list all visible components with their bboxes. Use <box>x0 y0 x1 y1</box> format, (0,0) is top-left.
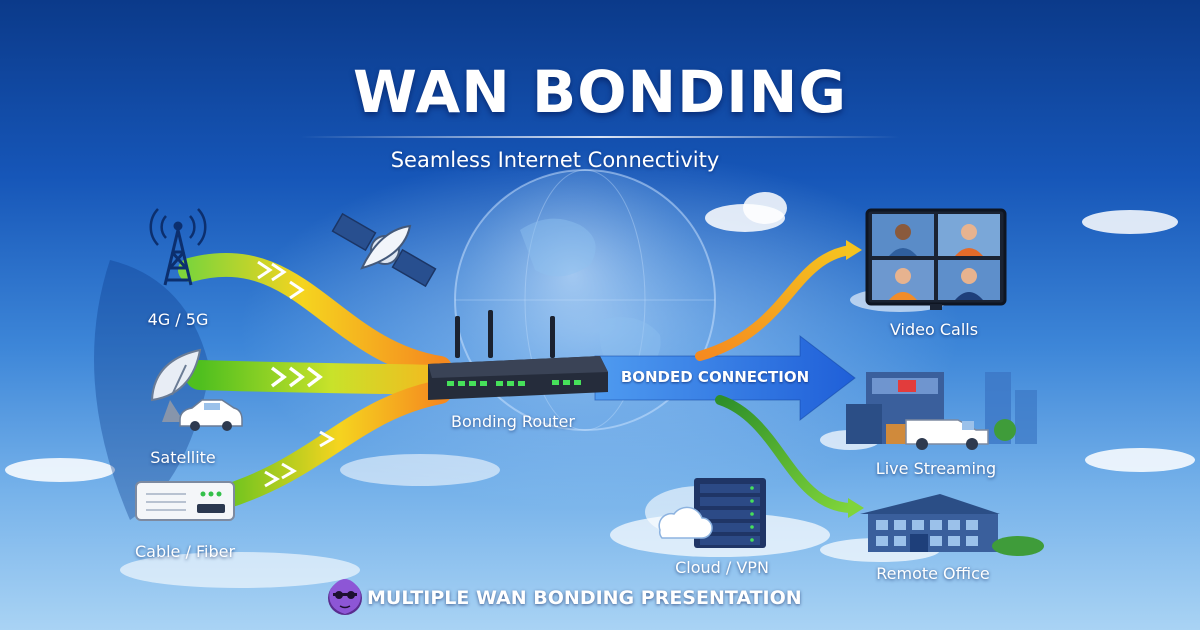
satellite-orbit-icon <box>331 212 437 288</box>
bonded-connection-arrow <box>594 334 856 422</box>
car-icon <box>179 399 243 431</box>
cloud-vpn-label: Cloud / VPN <box>675 558 769 577</box>
page-subtitle: Seamless Internet Connectivity <box>390 148 720 172</box>
bonded-connection-label: BONDED CONNECTION <box>620 368 810 386</box>
page-title: WAN BONDING <box>353 58 847 126</box>
footer-title: MULTIPLE WAN BONDING PRESENTATION <box>367 587 802 609</box>
mascot-logo-icon <box>328 579 362 615</box>
modem-icon <box>135 481 235 521</box>
input-label-4g-5g: 4G / 5G <box>147 310 209 329</box>
stream-satellite <box>185 360 455 395</box>
title-divider <box>300 136 900 138</box>
stream-4g-5g <box>178 252 452 380</box>
server-rack-icon <box>658 478 766 548</box>
cloud-icon <box>658 506 713 539</box>
satellite-dish-icon <box>150 348 243 431</box>
output-label-live-streaming: Live Streaming <box>875 459 997 478</box>
router-label: Bonding Router <box>451 412 575 431</box>
output-label-video-calls: Video Calls <box>889 320 979 339</box>
footer-banner: MULTIPLE WAN BONDING PRESENTATION <box>333 578 873 618</box>
output-label-remote-office: Remote Office <box>876 564 990 583</box>
input-label-satellite: Satellite <box>150 448 216 467</box>
bonding-router-icon <box>428 310 608 400</box>
stream-to-remote-office <box>715 395 864 518</box>
stream-cable-fiber <box>203 380 452 512</box>
broadcast-van-icon <box>846 372 1037 450</box>
input-label-cable-fiber: Cable / Fiber <box>134 542 236 561</box>
office-building-icon <box>860 494 1044 556</box>
cell-tower-icon <box>149 208 207 286</box>
video-call-screen-icon <box>865 208 1007 310</box>
stream-to-video-calls <box>695 240 862 361</box>
